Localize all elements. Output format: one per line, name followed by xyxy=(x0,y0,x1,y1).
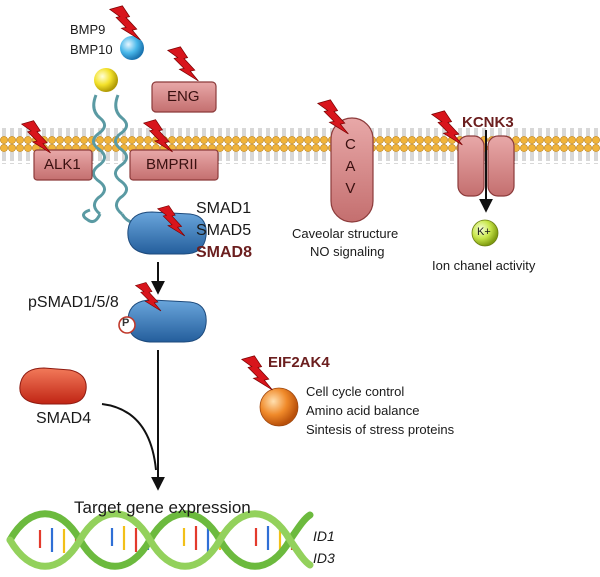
phosphate-label: P xyxy=(122,317,130,329)
smad4-label: SMAD4 xyxy=(36,410,92,427)
caveolar-structure-label: Caveolar structure xyxy=(292,226,399,241)
smad8-label: SMAD8 xyxy=(196,244,253,261)
bmp9-mutation-bolt xyxy=(109,5,141,40)
eif2ak4-label: EIF2AK4 xyxy=(268,354,330,371)
bmprii-receptor xyxy=(129,149,219,181)
ion-channel-activity-label: Ion chanel activity xyxy=(432,258,536,273)
smad4-protein xyxy=(19,367,87,405)
cav-label: C A V xyxy=(345,136,356,197)
bmp10-label: BMP10 xyxy=(70,42,113,57)
id1-gene-label: ID1 xyxy=(313,528,335,544)
smad5-label: SMAD5 xyxy=(196,222,252,239)
alk1-receptor xyxy=(33,149,93,181)
bmp9-label: BMP9 xyxy=(70,22,106,37)
kcnk3-channel-left xyxy=(457,135,485,197)
smad158-protein xyxy=(127,211,207,255)
cell-cycle-label: Cell cycle control xyxy=(306,384,405,399)
bmp10-ligand xyxy=(94,68,118,92)
smad1-label: SMAD1 xyxy=(196,200,252,217)
id3-gene-label: ID3 xyxy=(313,550,335,566)
amino-acid-label: Amino acid balance xyxy=(306,403,420,418)
potassium-ion xyxy=(471,219,499,247)
psmad-label: pSMAD1/5/8 xyxy=(28,294,119,311)
eng-label: ENG xyxy=(167,88,200,105)
kcnk3-label: KCNK3 xyxy=(462,114,514,131)
target-gene-expression-label: Target gene expression xyxy=(74,498,251,517)
cav-caveolin xyxy=(330,117,374,223)
eng-mutation-bolt xyxy=(167,46,199,82)
kcnk3-channel-right xyxy=(487,135,515,197)
smad4-join-curve xyxy=(101,403,157,471)
eng-receptor xyxy=(151,81,217,113)
psmad158-protein xyxy=(127,299,207,343)
no-signaling-label: NO signaling xyxy=(310,244,385,259)
alk1-label: ALK1 xyxy=(44,156,81,173)
bmprii-label: BMPRII xyxy=(146,156,198,173)
phosphate-group xyxy=(118,316,136,334)
potassium-label: K+ xyxy=(477,226,491,238)
stress-proteins-label: Sintesis of stress proteins xyxy=(306,422,455,437)
bmp9-ligand xyxy=(120,36,144,60)
dna-helix xyxy=(6,510,314,570)
eif2ak4-protein xyxy=(259,387,299,427)
